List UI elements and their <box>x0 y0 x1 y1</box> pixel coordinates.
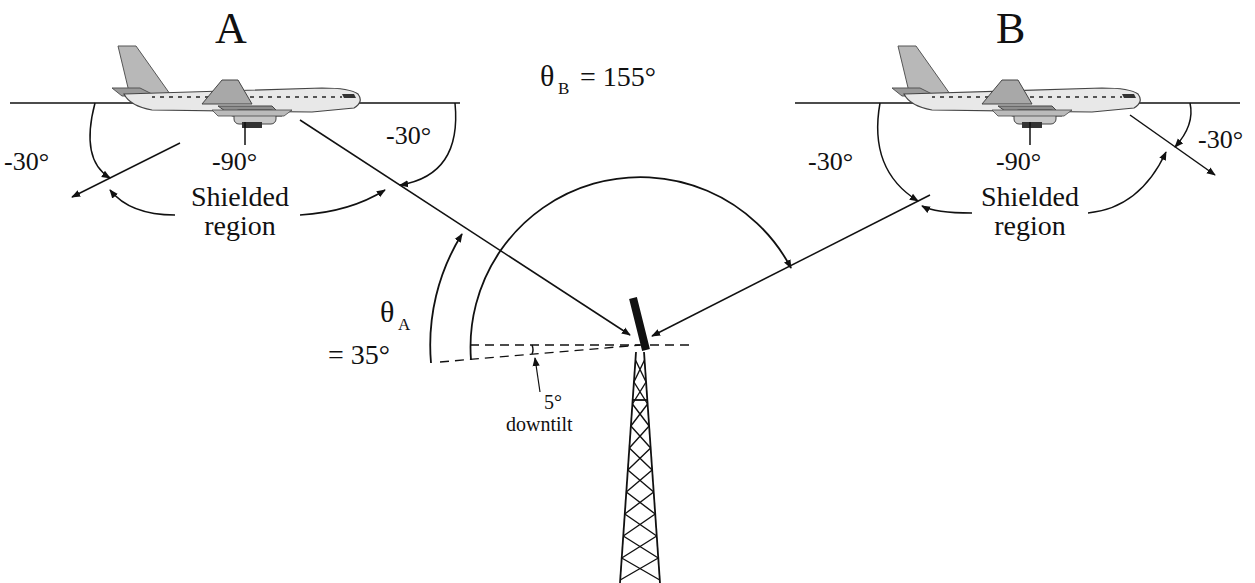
plane-letter: B <box>996 6 1025 52</box>
angle-value: = 155° <box>580 62 656 91</box>
angle-label: -30° <box>4 148 49 175</box>
airplane <box>892 46 1140 128</box>
subscript: A <box>398 316 410 334</box>
angle-label: -30° <box>808 148 853 175</box>
angle-label: -90° <box>212 148 257 175</box>
angle-label: -30° <box>386 122 431 149</box>
plane-letter: A <box>215 6 247 52</box>
region-label: Shielded region <box>175 182 305 241</box>
angle-label: 5° <box>544 392 562 413</box>
region-label: Shielded region <box>965 182 1095 241</box>
airplane <box>112 46 360 128</box>
angle-value: = 35° <box>328 340 390 369</box>
angle-symbol: θ <box>540 60 554 92</box>
angle-label: -90° <box>996 148 1041 175</box>
subscript: B <box>558 80 569 98</box>
note-text: downtilt <box>506 414 573 435</box>
angle-symbol: θ <box>380 296 394 328</box>
angle-label: -30° <box>1198 126 1243 153</box>
